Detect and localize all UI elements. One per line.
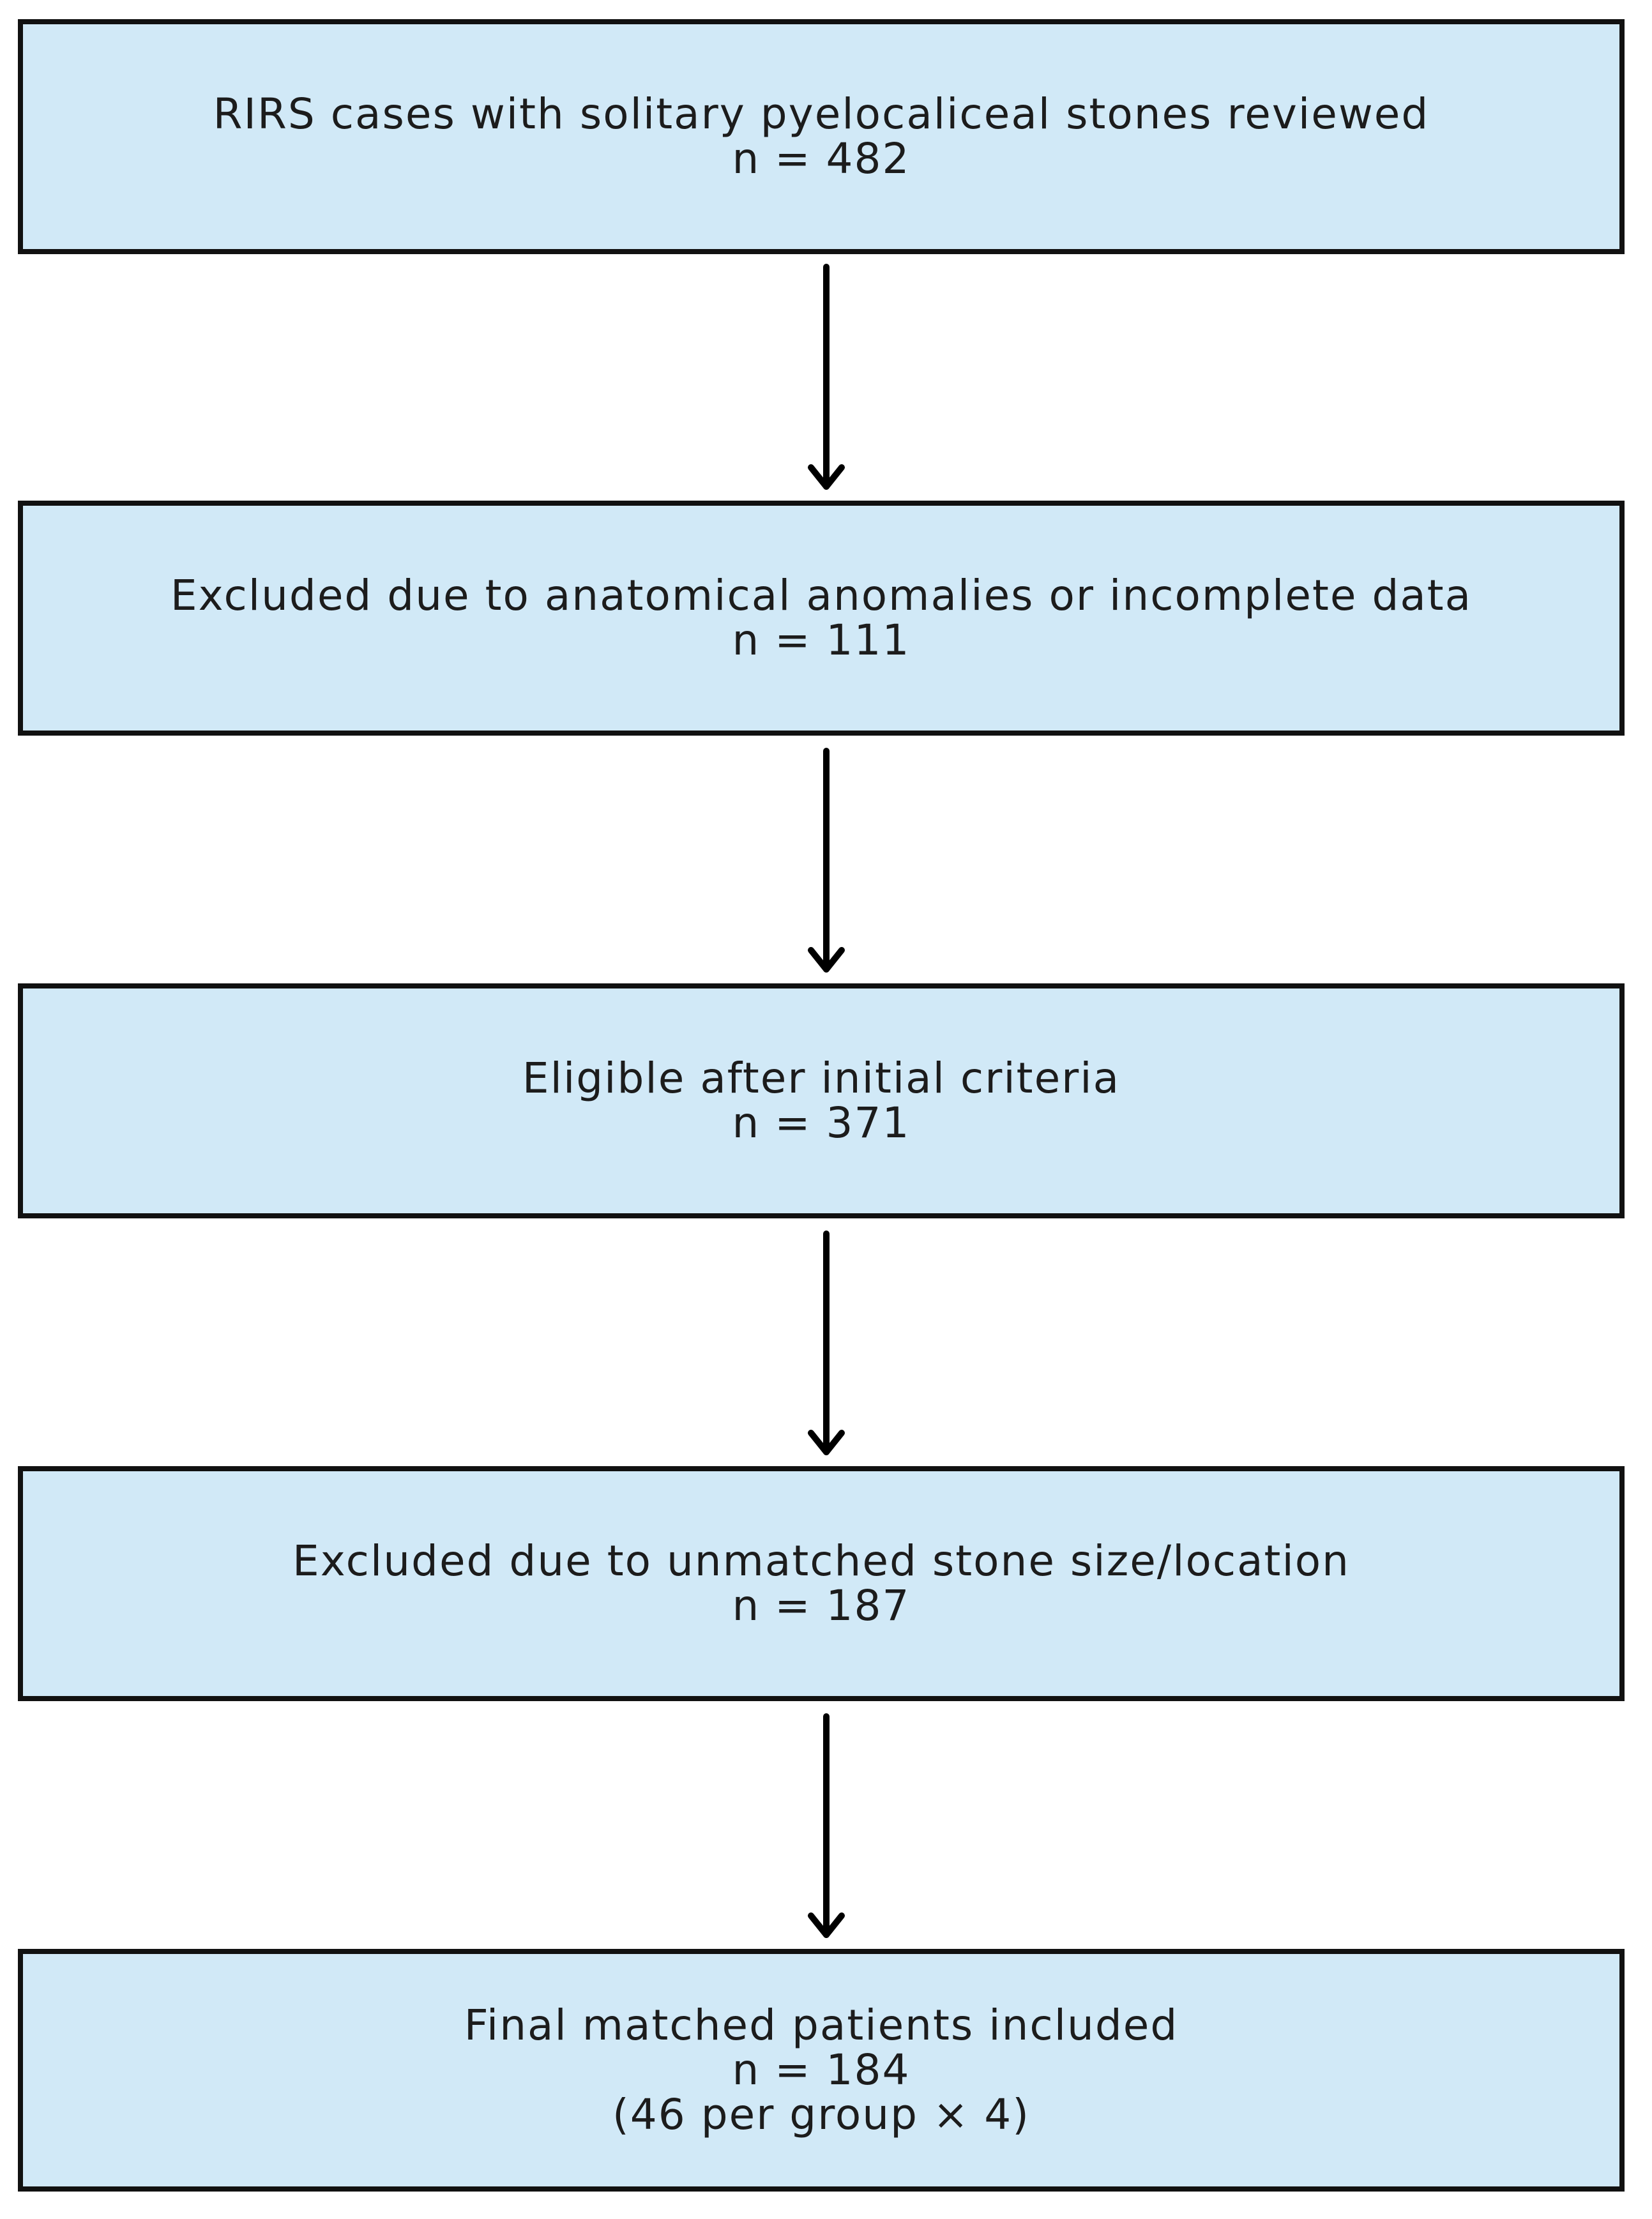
- arrow-1-to-2: [808, 264, 845, 490]
- flow-box-title: RIRS cases with solitary pyelocaliceal s…: [213, 89, 1430, 139]
- flow-box-count: n = 482: [732, 134, 911, 183]
- flow-box-title: Final matched patients included: [464, 2001, 1179, 2050]
- arrow-3-to-4: [808, 1231, 845, 1455]
- flow-box-count: n = 371: [732, 1098, 911, 1147]
- flow-box-excluded-unmatched: Excluded due to unmatched stone size/loc…: [18, 1466, 1625, 1701]
- flow-box-excluded-anomalies: Excluded due to anatomical anomalies or …: [18, 501, 1625, 736]
- flow-box-note: (46 per group × 4): [612, 2090, 1030, 2139]
- flow-box-title: Eligible after initial criteria: [522, 1054, 1121, 1103]
- flow-box-reviewed: RIRS cases with solitary pyelocaliceal s…: [18, 19, 1625, 254]
- arrow-2-to-3: [808, 748, 845, 973]
- flow-box-count: n = 184: [732, 2045, 911, 2094]
- flow-box-count: n = 111: [732, 616, 911, 665]
- flow-box-title: Excluded due to unmatched stone size/loc…: [292, 1536, 1350, 1586]
- flow-box-count: n = 187: [732, 1581, 911, 1630]
- arrow-4-to-5: [808, 1713, 845, 1938]
- flow-box-final-matched: Final matched patients included n = 184 …: [18, 1949, 1625, 2192]
- flow-box-eligible: Eligible after initial criteria n = 371: [18, 983, 1625, 1218]
- flow-box-title: Excluded due to anatomical anomalies or …: [170, 571, 1473, 620]
